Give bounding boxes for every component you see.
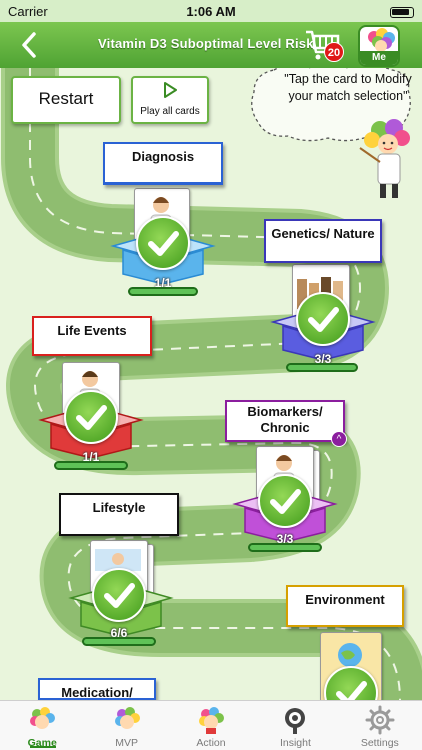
tab-game[interactable]: Game (0, 701, 84, 750)
back-arrow-icon[interactable] (18, 30, 48, 60)
lifestyle-progress-bar (82, 637, 156, 646)
check-icon (64, 390, 118, 444)
check-icon (324, 666, 378, 700)
avatar-flower-icon (368, 28, 395, 52)
cart-count-badge: 20 (324, 42, 344, 62)
station-lifestyle[interactable]: 6/6 (66, 538, 176, 648)
play-icon (164, 82, 177, 98)
clock: 1:06 AM (186, 3, 236, 19)
lifestyle-count: 6/6 (110, 626, 128, 640)
tab-action[interactable]: Action (169, 701, 253, 750)
tab-label: Action (196, 737, 226, 749)
station-life-events[interactable]: 1/1 (36, 360, 146, 470)
bottom-tab-bar: Game MVP Action Insight Settings (0, 700, 422, 750)
check-icon (92, 568, 146, 622)
station-label-diagnosis[interactable]: Diagnosis (103, 142, 223, 185)
station-environment[interactable] (296, 630, 406, 700)
battery-icon (386, 4, 414, 19)
tab-label: Settings (360, 737, 399, 749)
globe-icon (338, 643, 362, 667)
action-icon (199, 707, 225, 734)
expand-chevron-icon[interactable]: ^ (331, 431, 347, 447)
play-all-label: Play all cards (140, 106, 200, 117)
life-events-progress-bar (54, 461, 128, 470)
check-icon (136, 216, 190, 270)
me-profile-button[interactable]: Me (358, 25, 400, 67)
me-label: Me (360, 51, 398, 65)
restart-button[interactable]: Restart (11, 76, 121, 124)
biomarkers-progress-bar (248, 543, 322, 552)
station-biomarkers[interactable]: 3/3 (230, 444, 340, 554)
tab-label: Insight (279, 737, 311, 749)
page-title: Vitamin D3 Suboptimal Level Risk (98, 36, 314, 51)
station-diagnosis[interactable]: 1/1 (108, 186, 218, 296)
genetics-progress-bar (286, 363, 358, 372)
carrier-label: Carrier (8, 3, 48, 19)
play-all-cards-button[interactable]: Play all cards (131, 76, 209, 124)
check-icon (296, 292, 350, 346)
station-label-medication[interactable]: Medication/ (38, 678, 156, 700)
game-icon (30, 707, 56, 729)
tab-mvp[interactable]: MVP (84, 701, 168, 750)
tab-label: MVP (115, 737, 138, 749)
life-events-count: 1/1 (82, 450, 100, 464)
active-tab-indicator (30, 746, 56, 748)
status-bar: Carrier 1:06 AM (0, 0, 422, 22)
station-label-life-events[interactable]: Life Events (32, 316, 152, 356)
station-label-environment[interactable]: Environment (286, 585, 404, 627)
station-label-lifestyle[interactable]: Lifestyle (59, 493, 179, 536)
station-label-genetics[interactable]: Genetics/ Nature (264, 219, 382, 263)
lifestyle-scene-icon (95, 549, 141, 571)
hint-text: "Tap the card to Modify your match selec… (284, 72, 412, 103)
gear-icon (365, 705, 395, 735)
tab-settings[interactable]: Settings (338, 701, 422, 750)
top-bar: Vitamin D3 Suboptimal Level Risk 20 Me (0, 22, 422, 68)
genetics-count: 3/3 (314, 352, 332, 366)
doctor-mascot-icon (359, 119, 410, 198)
check-icon (258, 474, 312, 528)
diagnosis-count: 1/1 (154, 276, 172, 290)
station-genetics[interactable]: 3/3 (268, 262, 378, 372)
tab-insight[interactable]: Insight (253, 701, 337, 750)
mvp-icon (114, 707, 140, 729)
biomarkers-count: 3/3 (276, 532, 294, 546)
insight-icon (285, 708, 306, 734)
diagnosis-progress-bar (128, 287, 198, 296)
station-label-biomarkers[interactable]: Biomarkers/ Chronic (225, 400, 345, 442)
